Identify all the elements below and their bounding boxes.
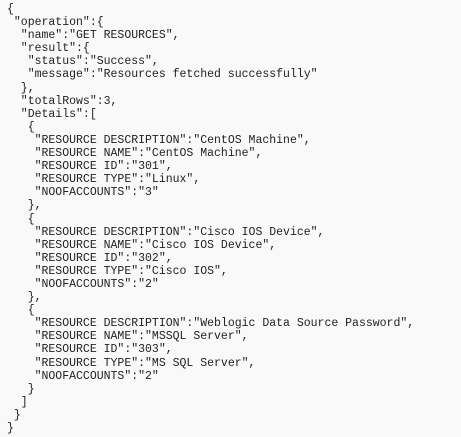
- code-line: "RESOURCE DESCRIPTION":"Cisco IOS Device…: [7, 225, 325, 239]
- code-line: }: [7, 408, 21, 422]
- code-line: },: [7, 199, 42, 213]
- code-line: {: [7, 3, 14, 16]
- code-line: "RESOURCE ID":"302",: [7, 251, 173, 265]
- code-line: "RESOURCE TYPE":"Linux",: [7, 173, 201, 187]
- code-line: {: [7, 120, 35, 134]
- code-line: "RESOURCE TYPE":"MS SQL Server",: [7, 356, 256, 370]
- code-line: "status":"Success",: [7, 55, 159, 69]
- code-line: },: [7, 291, 42, 305]
- code-line: "RESOURCE DESCRIPTION":"Weblogic Data So…: [7, 317, 415, 331]
- code-line: "RESOURCE NAME":"CentOS Machine",: [7, 147, 263, 161]
- code-line: ]: [7, 395, 28, 409]
- code-line: }: [7, 422, 14, 435]
- code-line: "RESOURCE ID":"301",: [7, 160, 173, 174]
- code-line: "RESOURCE NAME":"Cisco IOS Device",: [7, 238, 277, 252]
- code-line: "RESOURCE DESCRIPTION":"CentOS Machine",: [7, 133, 311, 147]
- code-line: "NOOFACCOUNTS":"2": [7, 277, 159, 291]
- code-line: {: [7, 304, 35, 318]
- json-code-block: { "operation":{ "name":"GET RESOURCES", …: [7, 3, 414, 435]
- code-line: }: [7, 382, 35, 396]
- code-line: },: [7, 81, 35, 95]
- code-line: {: [7, 212, 35, 226]
- code-line: "RESOURCE ID":"303",: [7, 343, 173, 357]
- code-line: "NOOFACCOUNTS":"3": [7, 186, 159, 200]
- code-line: "result":{: [7, 42, 90, 56]
- code-line: "NOOFACCOUNTS":"2": [7, 369, 159, 383]
- code-line: "totalRows":3,: [7, 94, 118, 108]
- code-line: "RESOURCE NAME":"MSSQL Server",: [7, 330, 249, 344]
- code-line: "Details":[: [7, 107, 97, 121]
- code-line: "RESOURCE TYPE":"Cisco IOS",: [7, 264, 228, 278]
- code-line: "operation":{: [7, 16, 104, 30]
- code-line: "name":"GET RESOURCES",: [7, 29, 180, 43]
- code-line: "message":"Resources fetched successfull…: [7, 68, 318, 82]
